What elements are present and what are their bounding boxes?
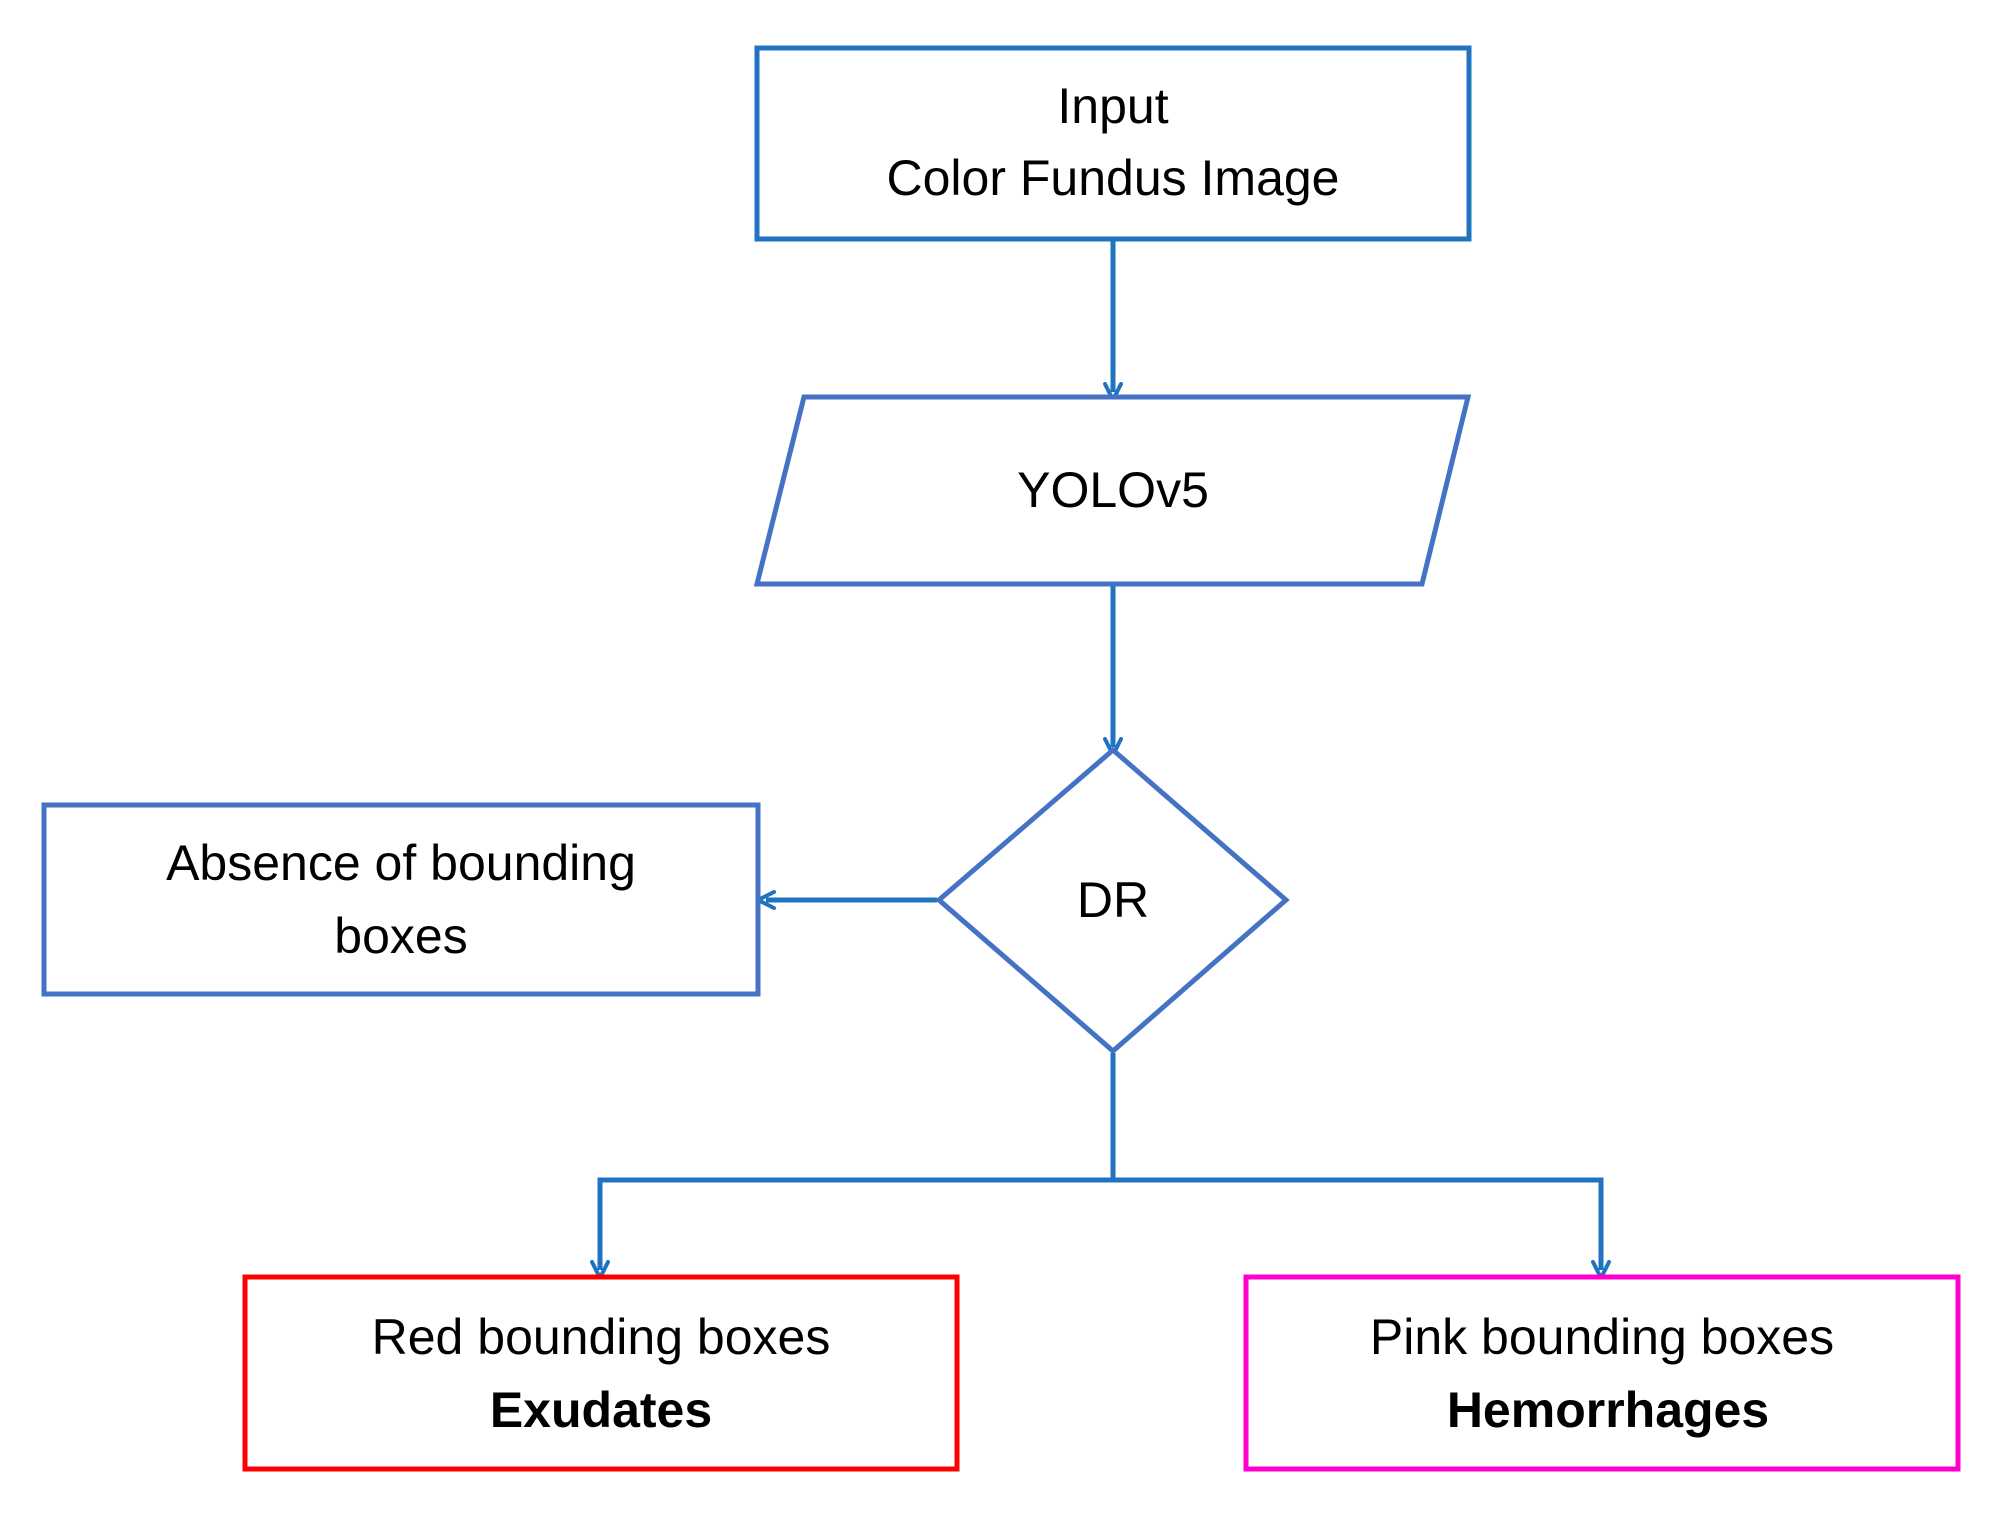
absence-label-line2: boxes [334, 908, 467, 964]
decision-label: DR [1077, 872, 1149, 928]
model-parallelogram [753, 394, 1472, 587]
absence-node: Absence of bounding boxes [41, 802, 761, 997]
input-label-line1: Input [1057, 78, 1168, 134]
exudates-box [242, 1274, 960, 1472]
model-node: YOLOv5 [753, 394, 1472, 587]
exudates-label-line1: Red bounding boxes [372, 1309, 831, 1365]
absence-label-line1: Absence of bounding [166, 835, 636, 891]
input-node: Input Color Fundus Image [754, 45, 1472, 242]
decision-diamond [935, 746, 1290, 1055]
absence-box [41, 802, 761, 997]
decision-node: DR [935, 746, 1290, 1055]
exudates-node: Red bounding boxes Exudates [242, 1274, 960, 1472]
input-box [754, 45, 1472, 242]
model-label: YOLOv5 [1017, 462, 1209, 518]
hemorrhages-label-line2: Hemorrhages [1447, 1382, 1769, 1438]
exudates-label-line2: Exudates [490, 1382, 712, 1438]
hemorrhages-node: Pink bounding boxes Hemorrhages [1243, 1274, 1961, 1472]
input-label-line2: Color Fundus Image [886, 150, 1339, 206]
hemorrhages-label-line1: Pink bounding boxes [1370, 1309, 1834, 1365]
hemorrhages-box [1243, 1274, 1961, 1472]
